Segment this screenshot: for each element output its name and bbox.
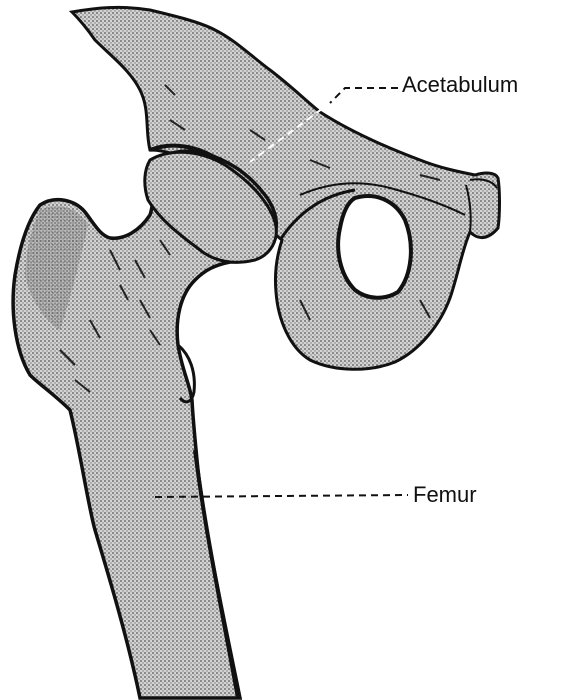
acetabulum-label: Acetabulum	[402, 74, 518, 96]
femur-bone	[13, 151, 276, 698]
femur-label: Femur	[413, 484, 477, 506]
acetabulum-leader-line-dark	[330, 88, 398, 103]
obturator-foramen	[338, 196, 411, 298]
